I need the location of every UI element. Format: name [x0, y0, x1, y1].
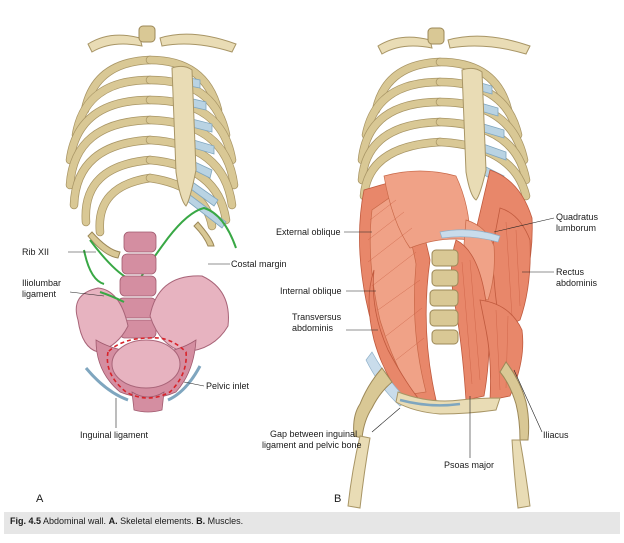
- label-internal-oblique: Internal oblique: [280, 286, 342, 296]
- caption-bar: [4, 512, 620, 534]
- label-rib-xii: Rib XII: [22, 247, 49, 257]
- panel-a-skeleton: [65, 25, 239, 413]
- panel-b-muscles: [347, 27, 533, 509]
- panel-a-letter: A: [36, 493, 44, 505]
- caption-part-a-text: Skeletal elements.: [120, 516, 194, 526]
- label-costal-margin: Costal margin: [231, 259, 287, 269]
- panel-b-labels: External oblique Quadratus lumborum Inte…: [262, 212, 599, 505]
- label-external-oblique: External oblique: [276, 227, 341, 237]
- panel-b-lumbar-spine: [429, 249, 459, 345]
- label-psoas-major: Psoas major: [444, 460, 494, 470]
- label-rectus-1: Rectus: [556, 267, 585, 277]
- panel-b-ribs: [357, 57, 531, 201]
- label-transversus-1: Transversus: [292, 312, 342, 322]
- caption-part-b-text: Muscles.: [207, 516, 244, 526]
- panel-a-ribs: [65, 55, 239, 237]
- caption-fig-number: Fig. 4.5: [10, 516, 42, 526]
- panel-b-letter: B: [334, 493, 341, 505]
- label-rectus-2: abdominis: [556, 278, 598, 288]
- label-iliacus: Iliacus: [543, 430, 569, 440]
- label-gap-1: Gap between inguinal: [270, 429, 357, 439]
- caption-part-a-letter: A.: [108, 516, 118, 526]
- label-iliolumbar-1: Iliolumbar: [22, 278, 61, 288]
- label-gap-2: ligament and pelvic bone: [262, 440, 362, 450]
- label-pelvic-inlet: Pelvic inlet: [206, 381, 250, 391]
- panel-a-pelvis: [75, 275, 229, 413]
- caption-title: Abdominal wall.: [43, 516, 107, 526]
- caption-part-b-letter: B.: [196, 516, 206, 526]
- label-quadratus-2: lumborum: [556, 223, 596, 233]
- label-quadratus-1: Quadratus: [556, 212, 599, 222]
- label-iliolumbar-2: ligament: [22, 289, 57, 299]
- panel-b-muscle-fibers: [367, 199, 521, 391]
- label-transversus-2: abdominis: [292, 323, 334, 333]
- figure-caption: Fig. 4.5 Abdominal wall. A. Skeletal ele…: [10, 516, 243, 526]
- label-inguinal-ligament: Inguinal ligament: [80, 430, 149, 440]
- panel-a-labels: Rib XII Costal margin Iliolumbar ligamen…: [22, 247, 287, 505]
